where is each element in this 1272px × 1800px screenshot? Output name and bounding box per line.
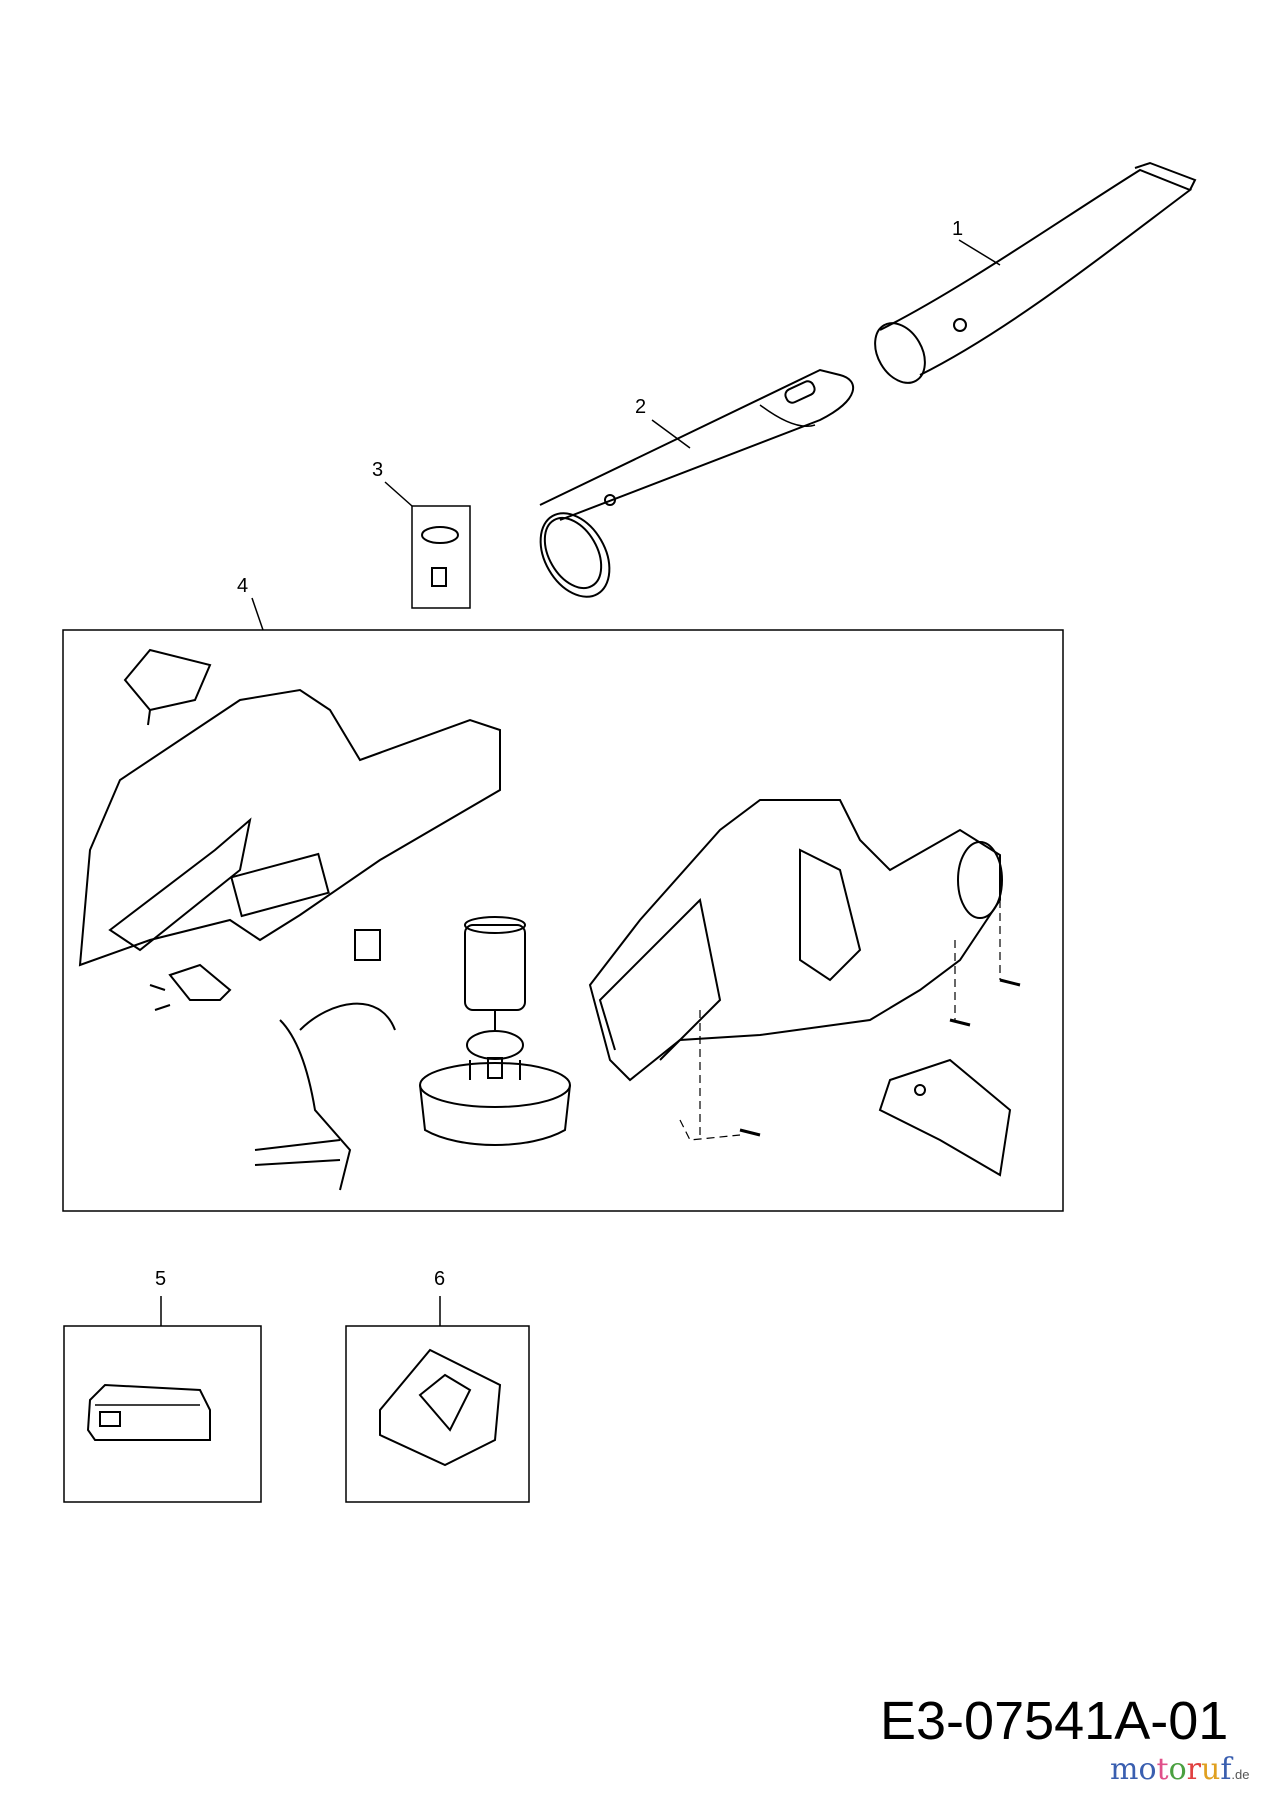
part-6-charger-box: [345, 1296, 530, 1503]
part-label-1: 1: [952, 218, 964, 240]
motoruf-logo: motoruf.de: [1110, 1752, 1250, 1787]
part-3-box: [384, 481, 471, 609]
part-4-housing-assembly-box: [62, 597, 1064, 1212]
part-label-6: 6: [434, 1268, 446, 1290]
drawing-code: E3-07541A-01: [880, 1691, 1229, 1751]
part-2-blower-tube: [539, 368, 855, 598]
part-1-blower-tube-end: [874, 161, 1197, 384]
part-label-5: 5: [155, 1268, 167, 1290]
part-label-2: 2: [635, 396, 647, 418]
part-label-4: 4: [237, 575, 249, 597]
part-label-3: 3: [372, 459, 384, 481]
part-5-battery-box: [63, 1296, 262, 1503]
